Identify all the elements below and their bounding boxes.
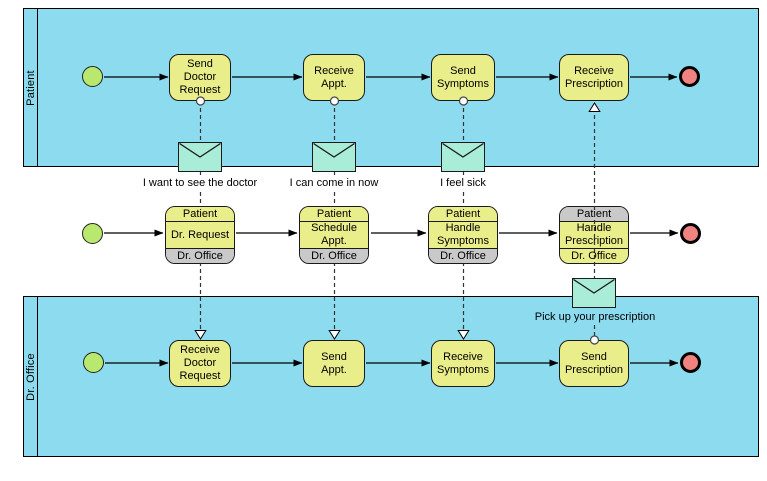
task-receive-appt[interactable]: Receive Appt. xyxy=(303,54,365,101)
message-label: I feel sick xyxy=(438,177,488,189)
pool-dr-office-label: Dr. Office xyxy=(24,352,37,401)
choreography-task-dr-request[interactable]: Patient Dr. Request Dr. Office xyxy=(165,206,235,264)
choreo-initiator-band: Patient xyxy=(166,207,234,222)
task-send-symptoms[interactable]: Send Symptoms xyxy=(431,54,495,101)
choreo-task-name: Handle Prescription xyxy=(564,222,624,247)
choreo-participant-band: Dr. Office xyxy=(300,248,368,263)
choreo-task-name: Dr. Request xyxy=(170,228,230,241)
message-envelope-icon[interactable] xyxy=(441,142,485,172)
choreo-participant-band: Dr. Office xyxy=(166,248,234,263)
task-receive-doctor-request[interactable]: Receive Doctor Request xyxy=(169,340,231,387)
choreography-task-schedule-appt[interactable]: Patient Schedule Appt. Dr. Office xyxy=(299,206,369,264)
task-send-doctor-request[interactable]: Send Doctor Request xyxy=(169,54,231,101)
message-label: I want to see the doctor xyxy=(140,177,260,189)
choreo-participant-band: Dr. Office xyxy=(429,248,497,263)
pool-dr-office-label-strip: Dr. Office xyxy=(24,297,38,456)
end-event-choreography[interactable] xyxy=(680,223,701,244)
task-receive-symptoms[interactable]: Receive Symptoms xyxy=(431,340,495,387)
choreo-initiator-band: Patient xyxy=(429,207,497,222)
start-event-dr-office[interactable] xyxy=(83,352,104,373)
task-send-appt[interactable]: Send Appt. xyxy=(303,340,365,387)
choreo-initiator-band: Dr. Office xyxy=(560,248,628,263)
start-event-choreography[interactable] xyxy=(82,223,103,244)
end-event-patient[interactable] xyxy=(679,66,700,87)
pool-patient: Patient xyxy=(23,8,759,167)
message-envelope-icon[interactable] xyxy=(572,278,616,308)
choreo-participant-band: Patient xyxy=(560,207,628,222)
message-envelope-icon[interactable] xyxy=(178,142,222,172)
choreography-task-handle-prescription[interactable]: Patient Handle Prescription Dr. Office xyxy=(559,206,629,264)
choreo-task-name: Handle Symptoms xyxy=(437,222,489,247)
message-label: Pick up your prescription xyxy=(532,311,658,323)
start-event-patient[interactable] xyxy=(82,66,103,87)
task-send-prescription[interactable]: Send Prescription xyxy=(559,340,629,387)
pool-patient-label: Patient xyxy=(24,69,37,106)
choreography-task-handle-symptoms[interactable]: Patient Handle Symptoms Dr. Office xyxy=(428,206,498,264)
end-event-dr-office[interactable] xyxy=(680,352,701,373)
message-envelope-icon[interactable] xyxy=(312,142,356,172)
choreo-task-name: Schedule Appt. xyxy=(311,222,357,247)
choreo-initiator-band: Patient xyxy=(300,207,368,222)
task-receive-prescription[interactable]: Receive Prescription xyxy=(559,54,629,101)
pool-patient-label-strip: Patient xyxy=(24,9,38,166)
message-label: I can come in now xyxy=(287,177,381,189)
